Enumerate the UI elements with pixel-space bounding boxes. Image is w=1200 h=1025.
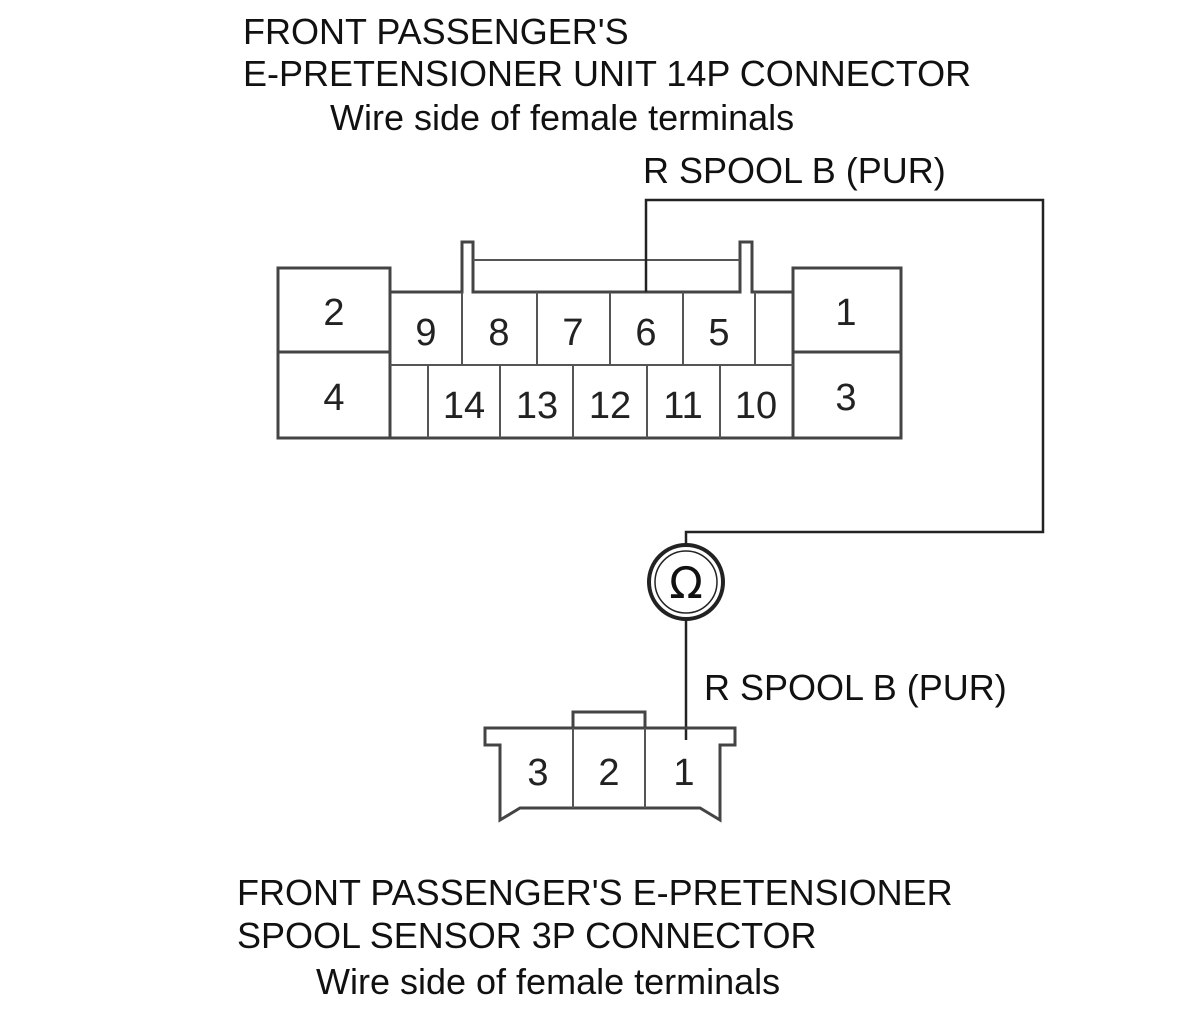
connector-3p-lock-tab xyxy=(571,710,647,728)
pin-6: 6 xyxy=(635,312,656,354)
wire-label-bottom: R SPOOL B (PUR) xyxy=(704,667,1007,708)
pin-7: 7 xyxy=(562,312,583,354)
connector-3p: 3 2 1 xyxy=(483,710,737,823)
wire-from-pin-6 xyxy=(644,198,1045,552)
pin-13: 13 xyxy=(516,385,558,427)
pin-12: 12 xyxy=(589,385,631,427)
pin-4: 4 xyxy=(323,377,344,419)
top-connector-title-line1: FRONT PASSENGER'S xyxy=(243,11,629,52)
pin-14: 14 xyxy=(443,385,485,427)
top-connector-title-line2: E-PRETENSIONER UNIT 14P CONNECTOR xyxy=(243,53,971,94)
top-connector-subtitle: Wire side of female terminals xyxy=(330,97,794,138)
connector-14p-body xyxy=(276,240,903,440)
pin-10: 10 xyxy=(735,385,777,427)
pin-2: 2 xyxy=(323,292,344,334)
bottom-connector-title-line1: FRONT PASSENGER'S E-PRETENSIONER xyxy=(237,872,953,913)
connector-3p-body xyxy=(483,726,737,823)
pin-3p-3: 3 xyxy=(527,752,548,794)
ohmmeter-symbol: Ω xyxy=(647,543,725,621)
bottom-connector-title-line2: SPOOL SENSOR 3P CONNECTOR xyxy=(237,915,816,956)
ohmmeter-inner-circle xyxy=(654,550,718,614)
omega-icon: Ω xyxy=(669,558,703,609)
pin-8: 8 xyxy=(488,312,509,354)
pin-3p-2: 2 xyxy=(598,752,619,794)
wire-label-top: R SPOOL B (PUR) xyxy=(643,150,946,191)
pin-3: 3 xyxy=(835,377,856,419)
pin-1: 1 xyxy=(835,292,856,334)
pin-3p-1: 1 xyxy=(673,752,694,794)
pin-9: 9 xyxy=(415,312,436,354)
pin-11: 11 xyxy=(663,385,702,427)
pin-5: 5 xyxy=(708,312,729,354)
bottom-connector-subtitle: Wire side of female terminals xyxy=(316,961,780,1002)
connector-14p: 2 4 1 3 9 8 7 6 5 14 13 12 11 10 xyxy=(276,240,903,440)
